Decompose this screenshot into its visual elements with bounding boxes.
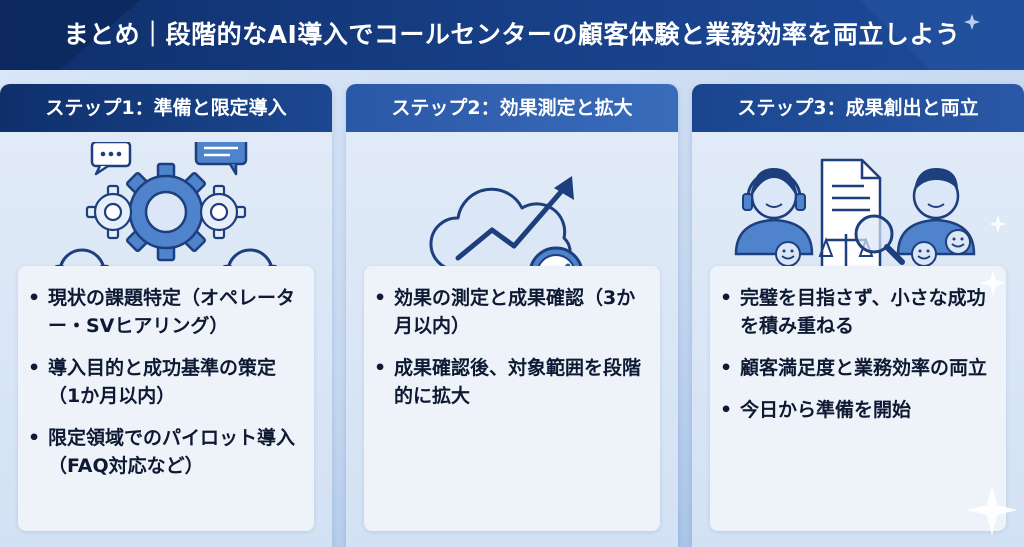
list-item: 現状の課題特定（オペレーター・SVヒアリング） [28, 284, 300, 340]
bullet-box: 完璧を目指さず、小さな成功を積み重ねる 顧客満足度と業務効率の両立 今日から準備… [710, 266, 1006, 531]
sparkle-icon [980, 270, 1006, 296]
step-card-2: ステップ2：効果測定と拡大 効果の測定と成果確認（3か月以内） 成果確認後、対象… [346, 84, 678, 547]
header-banner: まとめ｜段階的なAI導入でコールセンターの顧客体験と業務効率を両立しよう [0, 0, 1024, 70]
list-item: 効果の測定と成果確認（3か月以内） [374, 284, 646, 340]
sparkle-icon [966, 484, 1018, 536]
list-item: 顧客満足度と業務効率の両立 [720, 354, 992, 382]
list-item: 成果確認後、対象範囲を段階的に拡大 [374, 354, 646, 410]
list-item: 今日から準備を開始 [720, 396, 992, 424]
page-title: まとめ｜段階的なAI導入でコールセンターの顧客体験と業務効率を両立しよう [63, 20, 961, 49]
list-item: 完璧を目指さず、小さな成功を積み重ねる [720, 284, 992, 340]
sparkle-icon [989, 215, 1007, 233]
people-document-balance-icon [734, 158, 976, 284]
header-decoration [0, 0, 1024, 70]
bullet-box: 現状の課題特定（オペレーター・SVヒアリング） 導入目的と成功基準の策定（1か月… [18, 266, 314, 531]
step-card-header: ステップ3：成果創出と両立 [692, 84, 1024, 132]
step-card-3: ステップ3：成果創出と両立 [692, 84, 1024, 547]
bullet-list: 効果の測定と成果確認（3か月以内） 成果確認後、対象範囲を段階的に拡大 [364, 266, 660, 410]
step-card-header: ステップ2：効果測定と拡大 [346, 84, 678, 132]
step-card-1: ステップ1：準備と限定導入 [0, 84, 332, 547]
list-item: 限定領域でのパイロット導入（FAQ対応など） [28, 424, 300, 480]
step-card-header: ステップ1：準備と限定導入 [0, 84, 332, 132]
bullet-list: 現状の課題特定（オペレーター・SVヒアリング） 導入目的と成功基準の策定（1か月… [18, 266, 314, 480]
list-item: 導入目的と成功基準の策定（1か月以内） [28, 354, 300, 410]
bullet-box: 効果の測定と成果確認（3か月以内） 成果確認後、対象範囲を段階的に拡大 [364, 266, 660, 531]
bullet-list: 完璧を目指さず、小さな成功を積み重ねる 顧客満足度と業務効率の両立 今日から準備… [710, 266, 1006, 424]
